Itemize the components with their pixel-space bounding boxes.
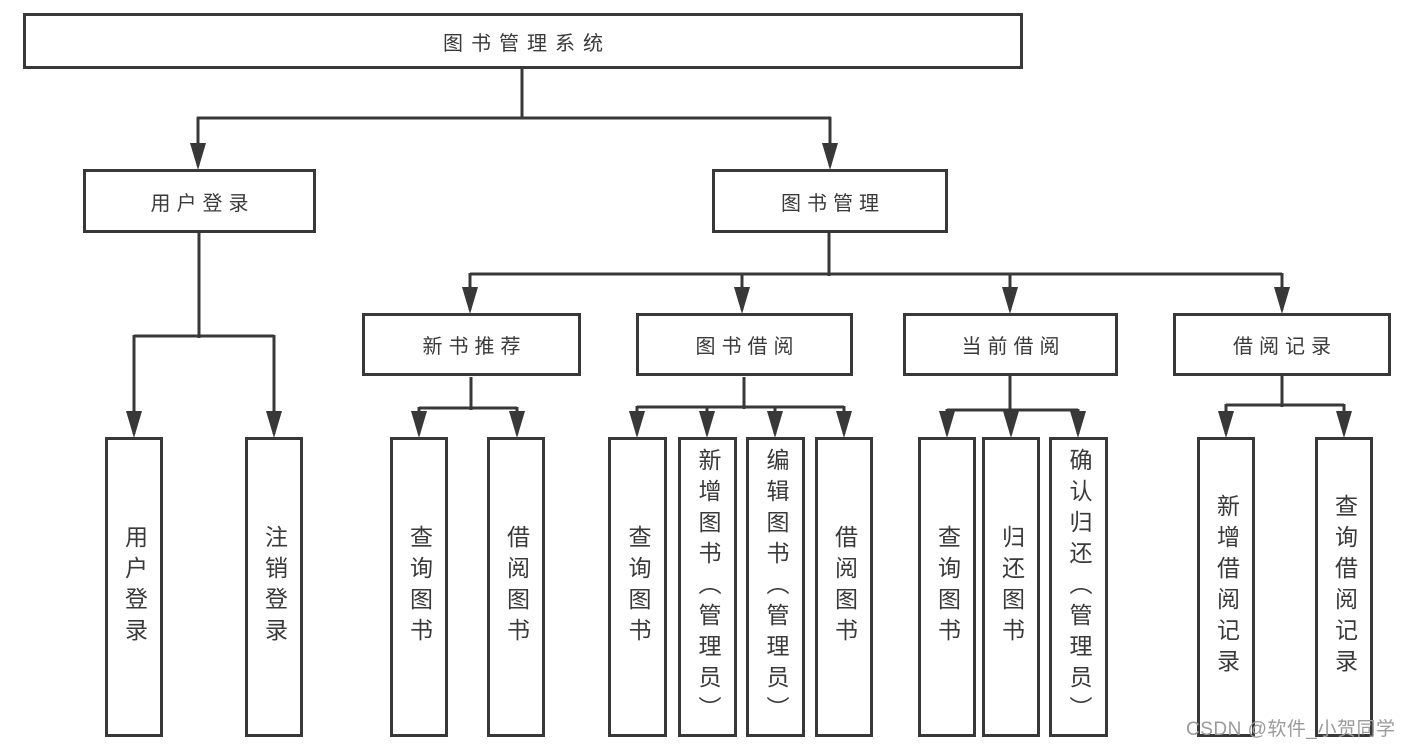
arrowhead-icon bbox=[411, 411, 427, 438]
arrowhead-icon bbox=[126, 411, 142, 438]
arrowhead-icon bbox=[1336, 411, 1352, 438]
arrowhead-icon bbox=[462, 287, 478, 314]
arrowhead-icon bbox=[1274, 287, 1290, 314]
node-leaf-cb-query-books: 查询图书 bbox=[918, 437, 976, 737]
arrowhead-icon bbox=[266, 411, 282, 438]
connector-borrow-record-group bbox=[1224, 376, 1346, 434]
node-new-book-rec: 新书推荐 bbox=[362, 313, 581, 376]
node-leaf-logout: 注销登录 bbox=[245, 437, 303, 737]
arrowhead-icon bbox=[822, 143, 838, 170]
node-leaf-bb-add-books-admin: 新增图书（管理员） bbox=[678, 437, 737, 737]
node-book-borrow: 图书借阅 bbox=[636, 313, 853, 376]
node-book-mgmt: 图书管理 bbox=[712, 169, 948, 233]
node-leaf-bb-borrow-books: 借阅图书 bbox=[815, 437, 873, 737]
node-root: 图书管理系统 bbox=[23, 13, 1023, 69]
node-leaf-br-add-record: 新增借阅记录 bbox=[1197, 437, 1255, 737]
arrowhead-icon bbox=[939, 411, 955, 438]
node-leaf-nbr-query-books: 查询图书 bbox=[390, 437, 448, 737]
connector-new-book-rec-group bbox=[417, 377, 519, 434]
node-borrow-record: 借阅记录 bbox=[1173, 313, 1391, 376]
node-leaf-nbr-borrow-books: 借阅图书 bbox=[487, 437, 545, 737]
arrowhead-icon bbox=[767, 411, 783, 438]
watermark: CSDN @软件_小贺同学 bbox=[1186, 719, 1396, 740]
connector-user-login-group bbox=[132, 233, 276, 434]
node-leaf-bb-edit-books-admin: 编辑图书（管理员） bbox=[746, 437, 805, 737]
arrowhead-icon bbox=[699, 411, 715, 438]
arrowhead-icon bbox=[629, 411, 645, 438]
arrowhead-icon bbox=[1070, 411, 1086, 438]
arrowhead-icon bbox=[509, 411, 525, 438]
arrowhead-icon bbox=[836, 411, 852, 438]
node-leaf-cb-confirm-return-admin: 确认归还（管理员） bbox=[1049, 437, 1108, 737]
arrowhead-icon bbox=[190, 143, 206, 170]
node-leaf-cb-return-books: 归还图书 bbox=[982, 437, 1040, 737]
arrowhead-icon bbox=[1003, 411, 1019, 438]
node-current-borrow: 当前借阅 bbox=[903, 313, 1118, 376]
connector-root-to-level1 bbox=[196, 68, 832, 166]
arrowhead-icon bbox=[734, 287, 750, 314]
connector-book-borrow-group bbox=[635, 377, 846, 434]
node-user-login: 用户登录 bbox=[83, 169, 316, 233]
connector-current-borrow-group bbox=[945, 376, 1080, 434]
node-leaf-user-login: 用户登录 bbox=[105, 437, 163, 737]
node-leaf-bb-query-books: 查询图书 bbox=[608, 437, 667, 737]
arrowhead-icon bbox=[1002, 287, 1018, 314]
node-leaf-br-query-record: 查询借阅记录 bbox=[1315, 437, 1373, 737]
arrowhead-icon bbox=[1218, 411, 1234, 438]
connector-book-mgmt-to-level2 bbox=[468, 232, 1284, 310]
